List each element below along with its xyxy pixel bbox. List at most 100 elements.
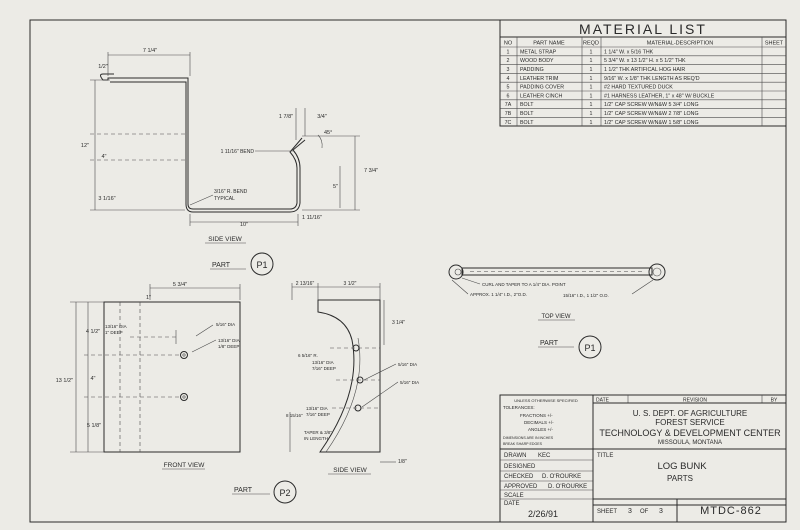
approved-value: D. O'ROURKE xyxy=(548,484,587,490)
dim-angle: 45° xyxy=(324,130,332,136)
side-p2-hole-c: 5/16" DIA xyxy=(400,380,419,385)
ml-cell: 9/16" W. x 1/8" THK LENGTH AS REQ'D xyxy=(604,76,700,82)
side-p2-hole-b: 5/16" DIA xyxy=(398,362,417,367)
dim-bend-top: 1 7/8" xyxy=(279,114,293,120)
side-p2-radius: 6 5/16" R. xyxy=(298,353,318,358)
scale-label: SCALE xyxy=(504,493,524,499)
ml-cell: 1/2" CAP SCREW W/N&W 1 5/8" LONG xyxy=(604,120,699,126)
ml-cell: 1 xyxy=(590,102,593,108)
front-hole2: 5/16" DIA xyxy=(216,322,235,327)
ml-cell: 1 1/4" W. x 5/16 THK xyxy=(604,49,654,55)
dim-height-4: 4" xyxy=(101,154,106,160)
tol-angles: ANGLES +/- xyxy=(528,427,553,432)
date-value: 2/26/91 xyxy=(528,509,558,519)
tol-decimals: DECIMALS +/- xyxy=(524,420,554,425)
sheet-of: OF xyxy=(640,509,649,515)
ml-cell: 5 3/4" W. x 13 1/2" H. x 5 1/2" THK xyxy=(604,58,686,64)
dim-height-low: 3 1/16" xyxy=(98,196,115,202)
drawing-title-1: LOG BUNK xyxy=(657,461,707,472)
ml-cell: 1 xyxy=(590,85,593,91)
agency-line-4: MISSOULA, MONTANA xyxy=(658,440,722,446)
side-view-p2: 2 13/16" 3 1/2" 3 1/4" 6 5/16" R. 13/16"… xyxy=(286,281,419,475)
side-p2-taper-2: IN LENGTH xyxy=(304,436,328,441)
side-p2-top-left: 2 13/16" xyxy=(296,281,315,287)
sheet-border xyxy=(29,19,787,523)
side-p2-hole-a2: 7/16" DEEP xyxy=(312,366,336,371)
front-dim-h-mid: 4" xyxy=(90,376,95,382)
front-dim-h-bot: 5 1/8" xyxy=(87,423,101,429)
strap-top xyxy=(461,267,653,276)
tol-label: TOLERANCES: xyxy=(503,405,535,410)
top-view-p1: CURL AND TAPER TO A 1/4" DIA. POINT APPR… xyxy=(448,263,666,359)
part-bubble-p2 xyxy=(273,480,297,504)
front-dim-h-top: 4 1/2" xyxy=(86,329,100,335)
ml-cell: 6 xyxy=(507,93,510,99)
dim-right-height: 7 3/4" xyxy=(364,168,378,174)
ml-cell: 1 xyxy=(590,120,593,126)
date-label: DATE xyxy=(504,501,520,507)
sheet-num: 3 xyxy=(628,508,632,515)
front-view-p2: 5 3/4" 1" 4 1/2" 4" 13 1/2" 5 1/8" 13/16… xyxy=(56,282,297,504)
front-hole3-b: 1/8" DEEP xyxy=(218,344,239,349)
ml-cell: 1/2" CAP SCREW W/N&W 2 7/8" LONG xyxy=(604,111,699,117)
side-view-p1: 7 1/4" 1/2" 12" 4" 3 1/16" 3/16" R. BEND… xyxy=(81,48,378,276)
agency-line-3: TECHNOLOGY & DEVELOPMENT CENTER xyxy=(599,428,781,438)
front-hole3-a: 13/16" DIA xyxy=(218,338,240,343)
dim-bottom-width: 10" xyxy=(240,222,248,228)
ml-cell: 1/2" CAP SCREW W/N&W 5 3/4" LONG xyxy=(604,102,699,108)
ml-cell: METAL STRAP xyxy=(520,49,557,55)
approved-label: APPROVED xyxy=(504,484,538,490)
tol-dims-note-2: BREAK SHARP EDGES xyxy=(503,442,543,446)
title-label: TITLE xyxy=(597,453,613,459)
side-p2-left-h: 8 15/16" xyxy=(286,413,303,418)
ml-cell: 1 1/2" THK ARTIFICAL HOG HAIR xyxy=(604,67,685,73)
ml-cell: 1 xyxy=(507,49,510,55)
ml-cell: PADDING xyxy=(520,67,544,73)
note-right-eye: 15/16" I.D., 1 1/2" O.D. xyxy=(563,293,609,298)
material-list-frame xyxy=(499,19,787,127)
ml-cell: 1 xyxy=(590,58,593,64)
ml-header-sheet: SHEET xyxy=(765,41,784,47)
front-view-label: FRONT VIEW xyxy=(164,462,206,469)
side-view-p2-label: SIDE VIEW xyxy=(333,467,367,474)
ml-cell: 2 xyxy=(507,58,510,64)
dim-lip: 1/2" xyxy=(98,64,108,70)
strap-profile-inner xyxy=(110,81,306,213)
tol-dims-note-1: DIMENSIONS ARE IN INCHES xyxy=(503,436,554,440)
dim-top-width: 7 1/4" xyxy=(143,48,157,54)
ml-cell: 1 xyxy=(590,49,593,55)
part-id-p1: P1 xyxy=(256,260,267,270)
sheet-label: SHEET xyxy=(597,509,617,515)
part-label-p2: PART xyxy=(234,487,253,494)
strap-profile-outer xyxy=(100,73,303,210)
rev-revision-col: REVISION xyxy=(683,398,707,404)
side-p2-top-right: 3 1/2" xyxy=(344,281,357,287)
ml-cell: #1 HARNESS LEATHER, 1" x 48" W/ BUCKLE xyxy=(604,93,715,99)
part-bubble-p1 xyxy=(250,252,274,276)
part-id-p2: P2 xyxy=(279,488,290,498)
ml-cell: 5 xyxy=(507,85,510,91)
tol-title: UNLESS OTHERWISE SPECIFIED xyxy=(514,398,578,403)
rev-date-col: DATE xyxy=(596,398,610,404)
right-eye xyxy=(648,263,666,281)
front-dim-top-width: 5 3/4" xyxy=(173,282,187,288)
part-label-top-p1: PART xyxy=(540,340,559,347)
note-approx: APPROX. 1 1/4" I.D., 2"O.D. xyxy=(470,292,527,297)
drawing-title-2: PARTS xyxy=(667,474,693,483)
ml-cell: BOLT xyxy=(520,102,534,108)
checked-value: D. O'ROURKE xyxy=(542,474,581,480)
front-dim-top-offset: 1" xyxy=(146,295,151,301)
note-curl: CURL AND TAPER TO A 1/4" DIA. POINT xyxy=(482,282,566,287)
side-p2-taper-1: TAPER & 3/8" xyxy=(304,430,332,435)
bend-note-1: 3/16" R. BEND xyxy=(214,189,248,195)
bend-note-2: TYPICAL xyxy=(214,196,235,202)
ml-cell: LEATHER CINCH xyxy=(520,93,562,99)
side-p2-hole-d2: 7/16" DEEP xyxy=(306,412,330,417)
rev-by-col: BY xyxy=(771,398,778,404)
dim-bend-radius: 1 11/16" BEND xyxy=(221,149,255,155)
designed-label: DESIGNED xyxy=(504,464,536,470)
dim-height-total: 12" xyxy=(81,143,89,149)
front-dim-h-total: 13 1/2" xyxy=(56,378,73,384)
ml-header-description: MATERIAL-DESCRIPTION xyxy=(647,41,714,47)
